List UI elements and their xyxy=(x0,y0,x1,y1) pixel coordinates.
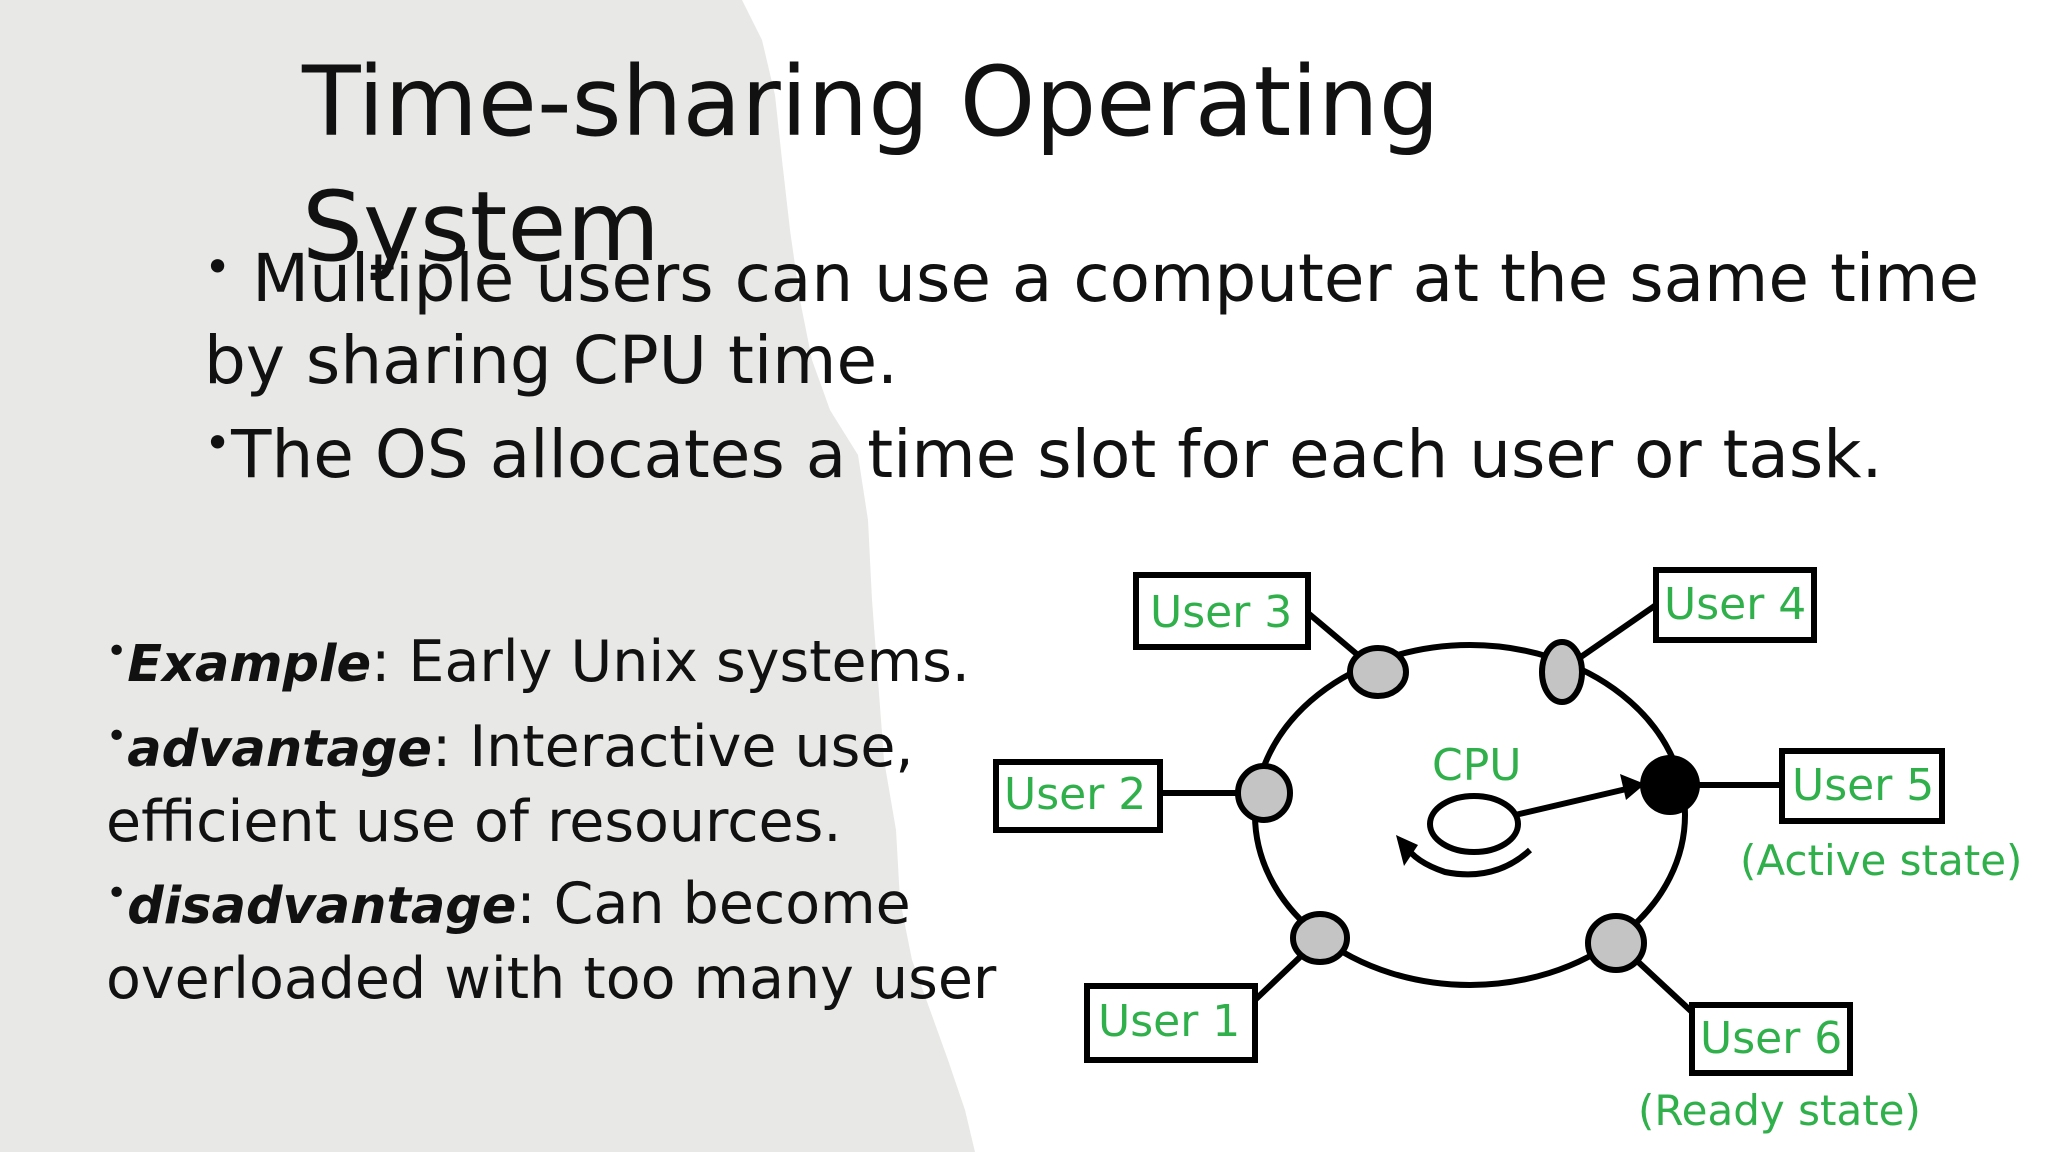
bullet-dot: • xyxy=(204,416,232,470)
cpu-pointer-arrowhead xyxy=(1620,774,1645,800)
keyword-example: Example xyxy=(127,635,372,694)
keyword-disadvantage: disadvantage xyxy=(127,877,517,936)
user6-label: User 6 xyxy=(1700,1013,1842,1064)
bullet-disadvantage-continued: overloaded with too many user xyxy=(106,946,997,1012)
left-bullet-list: •Example: Early Unix systems. •advantage… xyxy=(106,616,1006,1015)
port-user2 xyxy=(1235,763,1293,823)
box-user4 xyxy=(1653,567,1817,643)
cpu-core xyxy=(1427,793,1521,855)
box-user1 xyxy=(1084,983,1258,1063)
bullet-advantage-continued: efficient use of resources. xyxy=(106,789,842,855)
cpu-pointer-arrow xyxy=(1514,784,1636,818)
user3-label: User 3 xyxy=(1150,587,1292,638)
keyword-advantage: advantage xyxy=(127,720,433,779)
user4-label: User 4 xyxy=(1664,579,1806,630)
bullet-disadvantage: •disadvantage: Can become xyxy=(106,871,911,937)
bullet-advantage: •advantage: Interactive use, xyxy=(106,714,914,780)
bullet-multiple-users: • Multiple users can use a computer at t… xyxy=(204,240,1980,317)
bullet-example: •Example: Early Unix systems. xyxy=(106,629,970,695)
port-user5-active xyxy=(1640,755,1700,815)
user2-label: User 2 xyxy=(1004,769,1146,820)
box-user3 xyxy=(1133,572,1311,650)
cpu-label: CPU xyxy=(1432,740,1521,791)
box-user6 xyxy=(1689,1002,1853,1076)
port-user4 xyxy=(1539,639,1585,705)
rotation-arrow xyxy=(1402,843,1533,878)
rotation-arrowhead xyxy=(1396,835,1418,866)
user1-label: User 1 xyxy=(1098,996,1240,1047)
port-user6 xyxy=(1585,913,1647,973)
bullet-continuation: by sharing CPU time. xyxy=(204,322,899,399)
port-user1 xyxy=(1290,911,1350,965)
user5-state-label: (Active state) xyxy=(1740,836,2022,885)
user6-state-label: (Ready state) xyxy=(1638,1086,1921,1135)
port-user3 xyxy=(1347,645,1409,699)
bullet-dot: • xyxy=(204,240,232,294)
time-sharing-diagram: CPU User 3 User 4 User 2 User 5 User 1 U… xyxy=(993,567,2022,1135)
box-user2 xyxy=(993,759,1163,833)
bullet-time-slot: •The OS allocates a time slot for each u… xyxy=(204,416,1883,493)
slide-title: Time-sharing Operating System xyxy=(302,46,1440,283)
top-bullet-list: • Multiple users can use a computer at t… xyxy=(204,226,1980,496)
box-user5 xyxy=(1779,748,1945,824)
user5-label: User 5 xyxy=(1792,760,1934,811)
